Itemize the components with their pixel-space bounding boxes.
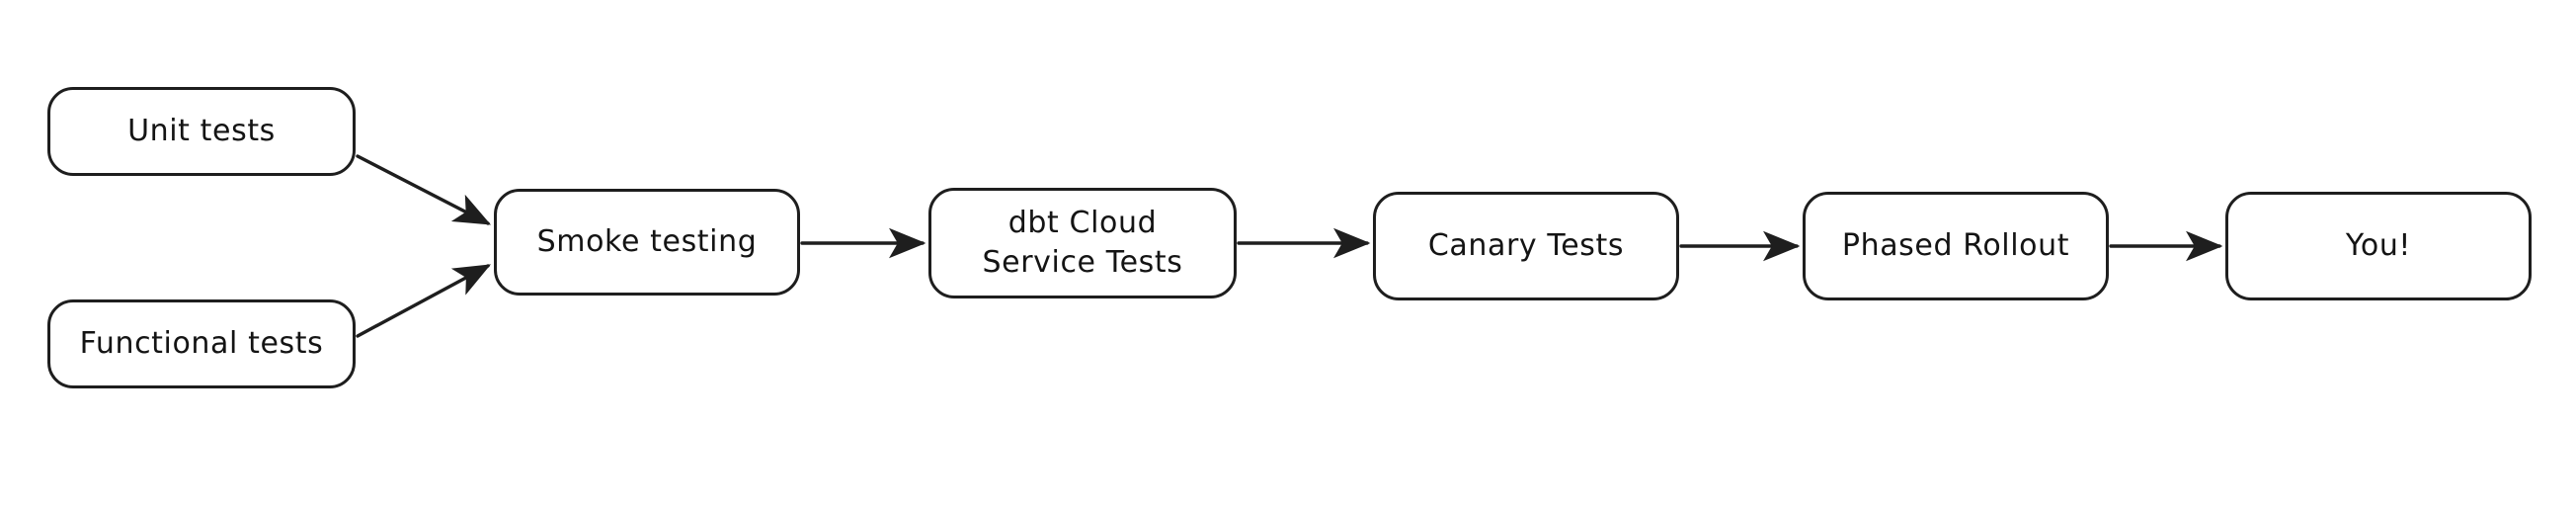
edge-functional-to-smoke xyxy=(356,264,491,338)
node-label-unit-tests: Unit tests xyxy=(127,114,276,149)
node-dbt-cloud-service-tests[interactable]: dbt Cloud Service Tests xyxy=(928,188,1237,298)
node-label-you: You! xyxy=(2345,228,2412,264)
node-smoke-testing[interactable]: Smoke testing xyxy=(494,189,800,296)
node-functional-tests[interactable]: Functional tests xyxy=(47,299,356,388)
edge-unit-to-smoke xyxy=(356,154,492,225)
node-label-phased-rollout: Phased Rollout xyxy=(1841,228,2070,264)
node-label-dbt-cloud-service-tests: dbt Cloud Service Tests xyxy=(982,206,1183,280)
node-you[interactable]: You! xyxy=(2225,192,2532,300)
node-unit-tests[interactable]: Unit tests xyxy=(47,87,356,176)
node-canary-tests[interactable]: Canary Tests xyxy=(1373,192,1679,300)
node-label-functional-tests: Functional tests xyxy=(79,326,324,362)
node-label-smoke-testing: Smoke testing xyxy=(536,224,758,260)
node-label-canary-tests: Canary Tests xyxy=(1427,228,1625,264)
node-phased-rollout[interactable]: Phased Rollout xyxy=(1803,192,2109,300)
